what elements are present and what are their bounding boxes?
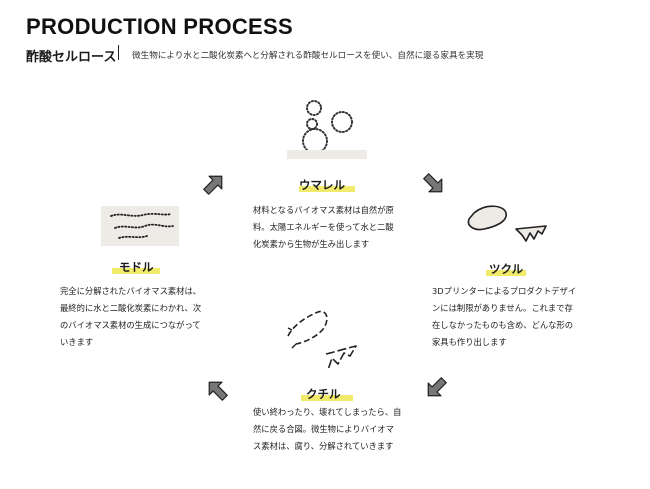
desc-line: ス素材は、腐り、分解されていきます: [253, 441, 394, 451]
desc-line: 完全に分解されたバイオマス素材は、: [60, 286, 202, 296]
decaying-shapes-illustration: [287, 310, 357, 371]
arrow-up-left-icon: [208, 381, 228, 401]
page-tagline: 微生物により水と二酸化炭素へと分解される酢酸セルロースを使い、自然に還る家具を実…: [132, 51, 484, 61]
desc-line: 最終的に水と二酸化炭素にわかれ、次: [60, 303, 202, 313]
modoru-highlight: [112, 268, 160, 274]
page-subtitle: 酢酸セルロース: [26, 50, 117, 65]
arrow-down-left-icon: [427, 377, 447, 397]
desc-line: 使い終わったり、壊れてしまったら、自: [253, 407, 402, 417]
stage-label-modoru: モドル: [119, 260, 154, 274]
stage-label-kuchiru: クチル: [306, 387, 341, 401]
printed-shapes-illustration: [467, 205, 547, 242]
arrow-down-right-icon: [423, 173, 443, 193]
desc-line: のバイオマス素材の生成につながって: [60, 320, 201, 330]
tsukuru-highlight: [486, 270, 526, 276]
blob-shape: [467, 205, 507, 231]
shard-shape: [515, 225, 547, 242]
decaying-shard: [325, 345, 357, 371]
umareru-highlight: [299, 186, 355, 192]
stage-desc-tsukuru: 3Dプリンターによるプロダクトデザイ ンには制限がありません。これまで存 在しな…: [432, 283, 576, 351]
desc-line: 在しなかったものも含め、どんな形の: [432, 320, 574, 330]
page-title: PRODUCTION PROCESS: [26, 14, 293, 39]
arrow-up-right-icon: [203, 175, 223, 195]
desc-line: いきます: [60, 337, 94, 347]
stage-label-tsukuru: ツクル: [489, 262, 524, 276]
desc-line: 化炭素から生物が生み出します: [253, 239, 370, 249]
desc-line: 3Dプリンターによるプロダクトデザイ: [432, 286, 577, 296]
desc-line: 料。太陽エネルギーを使って水と二酸: [253, 222, 394, 232]
desc-line: 材料となるバイオマス素材は自然が原: [253, 205, 394, 215]
kuchiru-highlight: [301, 395, 353, 401]
desc-line: ンには制限がありません。これまで存: [432, 303, 573, 313]
decaying-blob: [287, 310, 328, 345]
dust-illustration: [110, 212, 174, 239]
ground-pad: [287, 150, 367, 159]
stage-desc-umareru: 材料となるバイオマス素材は自然が原 料。太陽エネルギーを使って水と二酸 化炭素か…: [253, 202, 394, 253]
desc-line: 然に戻る合図。微生物によりバイオマ: [253, 424, 394, 434]
stage-desc-kuchiru: 使い終わったり、壊れてしまったら、自 然に戻る合図。微生物によりバイオマ ス素材…: [253, 404, 401, 455]
subtitle-divider: [118, 45, 119, 60]
desc-line: 家具も作り出します: [432, 337, 507, 347]
stage-label-umareru: ウマレル: [299, 178, 345, 192]
stage-desc-modoru: 完全に分解されたバイオマス素材は、 最終的に水と二酸化炭素にわかれ、次 のバイオ…: [60, 283, 201, 351]
